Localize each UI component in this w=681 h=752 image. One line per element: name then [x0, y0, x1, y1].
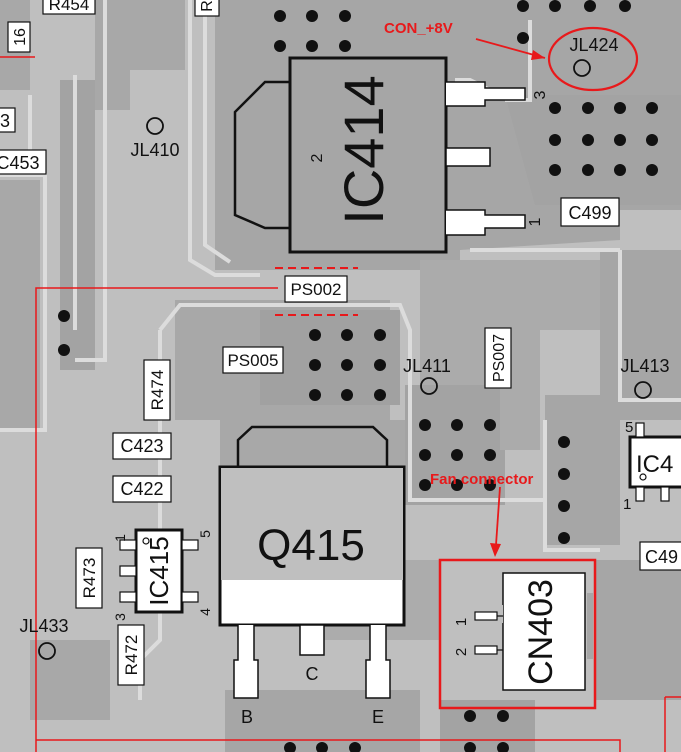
cn403-pin1: 1 [453, 618, 470, 626]
jl424-label: JL424 [569, 35, 618, 55]
ic415-pin3: 3 [112, 613, 128, 621]
jl433-label: JL433 [19, 616, 68, 636]
fan-connector-annotation [438, 486, 597, 710]
r-top-label: R [199, 0, 216, 12]
ic414-label: IC414 [332, 75, 395, 224]
c49-right-box [639, 541, 681, 571]
r474-label: R474 [148, 370, 167, 411]
ic415-pin4: 4 [197, 608, 213, 616]
ps007-label: PS007 [491, 334, 508, 382]
fan-connector-text: Fan connector [430, 471, 534, 488]
ic4-right-label: IC4 [636, 451, 673, 478]
q415-package [218, 425, 406, 699]
ic414-pin2: 2 [309, 153, 326, 162]
r-top-box [194, 0, 220, 17]
c49-right-label: C49 [645, 547, 678, 567]
ps002-dashed-outline [275, 267, 358, 316]
ic4-pin1: 1 [623, 496, 631, 513]
q415-label: Q415 [257, 521, 365, 570]
c422-label: C422 [120, 479, 163, 499]
c499-box [560, 197, 620, 227]
c453-label: C453 [0, 153, 40, 173]
ps002-box [284, 275, 348, 303]
r473-label: R473 [80, 558, 99, 599]
jl424-pad [573, 59, 591, 77]
cn403-pin2: 2 [453, 648, 470, 656]
cn403-label: CN403 [522, 579, 560, 685]
jl410-label: JL410 [130, 140, 179, 160]
ic415-pin5: 5 [197, 530, 213, 538]
jl410-pad [146, 117, 164, 135]
jl411-pad [420, 377, 438, 395]
c453-left-label: 3 [0, 111, 10, 131]
r454-box [42, 0, 96, 15]
ic414-pin3: 3 [532, 90, 549, 99]
c423-box [112, 432, 172, 460]
ps002-label: PS002 [290, 280, 341, 299]
test-points [38, 59, 652, 660]
ps005-label: PS005 [227, 351, 278, 370]
c499-label: C499 [568, 203, 611, 223]
via-grid [58, 0, 658, 752]
jl411-label: JL411 [403, 356, 451, 376]
pin16-box [7, 21, 31, 53]
ps005-box [222, 346, 284, 374]
r472-box [117, 624, 145, 686]
jl413-pad [634, 381, 652, 399]
jl413-label: JL413 [620, 356, 669, 376]
cn403-package [455, 572, 593, 691]
r474-box [143, 359, 171, 421]
q415-pin-c: C [306, 664, 319, 684]
ic414-package [233, 56, 526, 254]
c453-box [0, 149, 47, 175]
r472-label: R472 [122, 635, 141, 676]
ic415-package [119, 528, 199, 614]
ic4-right-package [628, 422, 681, 502]
red-outline [0, 56, 681, 752]
ic415-pin1: 1 [112, 534, 128, 542]
c422-box [112, 475, 172, 503]
ps007-box [484, 327, 512, 389]
jl424-highlight-ellipse [547, 26, 639, 92]
trace-outlines [0, 0, 681, 700]
con-8v-text: CON_+8V [384, 20, 453, 37]
c423-label: C423 [120, 436, 163, 456]
r454-label: R454 [49, 0, 90, 14]
q415-pin-b: B [241, 707, 253, 727]
jl433-pad [38, 642, 56, 660]
c453-left-box [0, 107, 16, 133]
ic415-label: IC415 [144, 536, 174, 605]
ic4-pin5: 5 [625, 419, 633, 436]
r473-box [75, 547, 103, 609]
cn403-highlight-box [438, 558, 597, 710]
pin16-label: 16 [12, 28, 29, 46]
q415-pin-e: E [372, 707, 384, 727]
con-8v-annotation [475, 26, 639, 92]
ic414-pin1: 1 [527, 217, 544, 226]
